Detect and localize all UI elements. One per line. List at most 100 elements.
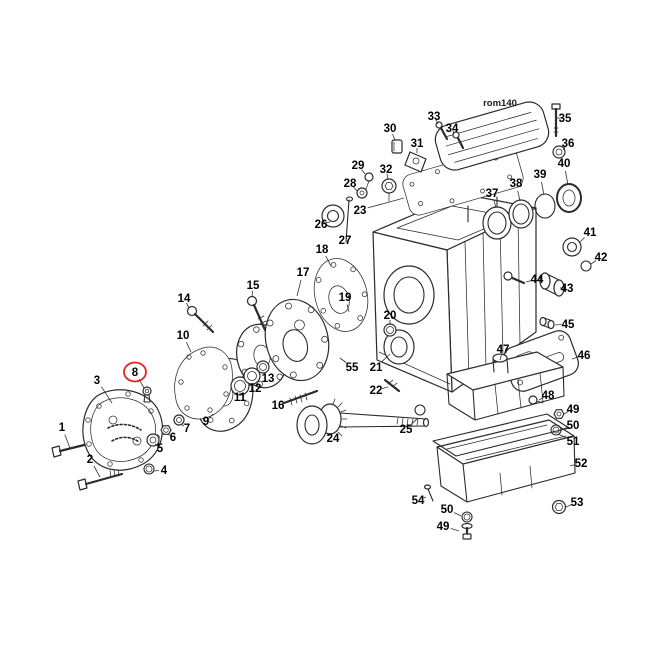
leader-line-part-18-17 [325,255,332,267]
part-label-47-46: 47 [497,344,510,356]
part-label-43-42: 43 [561,283,574,295]
part-label-40-39: 40 [558,158,571,170]
part-label-44-43: 44 [531,274,544,286]
part-label-28-27: 28 [344,178,357,190]
part-29-fitting [364,172,374,190]
part-label-29-28: 29 [352,160,365,172]
part-36-washer [552,145,566,159]
part-12-ring [243,367,261,385]
part-3-side-cover [82,389,164,471]
part-label-39-38: 39 [534,169,547,181]
leader-line-part-50-49 [560,427,568,431]
part-label-36-35: 36 [562,138,575,150]
leader-line-part-2-1 [93,465,101,478]
part-10-gasket [174,346,233,420]
part-2-bolt [77,468,124,491]
part-47-filler-tower [492,353,509,374]
leader-line-part-24-23 [326,432,331,436]
part-label-23-22: 23 [354,205,367,217]
part-label-9-8: 9 [203,416,209,428]
top-cover [434,101,550,171]
highlight-circle-part-8 [123,361,147,383]
leader-line-part-32-31 [386,173,389,180]
part-label-38-37: 38 [510,178,523,190]
leader-line-part-23-22 [367,197,405,209]
part-37-seal [482,206,512,240]
part-label-10-9: 10 [177,330,190,342]
leader-line-part-33-32 [435,119,439,125]
part-label-55-54: 55 [346,362,359,374]
part-1-bolt [51,437,98,458]
leader-line-part-25-24 [411,418,418,425]
leader-line-part-42-41 [590,260,597,265]
part-label-11-10: 11 [234,392,247,404]
part-label-42-41: 42 [595,252,608,264]
part-label-41-40: 41 [584,227,597,239]
leader-line-part-10-9 [186,342,192,353]
part-26-plug [321,204,345,228]
part-label-22-21: 22 [370,385,383,397]
part-label-35-34: 35 [559,113,572,125]
part-label-13-12: 13 [262,373,275,385]
case-main-bore [383,265,435,325]
leader-line-part-5-4 [154,443,158,447]
leader-line-part-22-21 [381,386,389,389]
part-39-snap-ring [534,193,556,219]
part-31-bracket [404,151,427,173]
pan-hardware [423,395,567,540]
leader-line-part-38-37 [517,190,521,202]
leader-line-part-21-20 [381,353,391,362]
part-13-ring [256,360,270,374]
leader-line-part-28-27 [353,186,358,192]
part-5-washer [146,433,160,447]
part-label-6-5: 6 [170,432,176,444]
leader-line-part-4-3 [153,470,160,472]
part-label-54-53: 54 [412,495,425,507]
part-44-bolt [503,271,526,285]
part-label-26-25: 26 [315,219,328,231]
part-label-33-32: 33 [428,111,441,123]
leader-line-part-37-36 [493,200,497,209]
part-8-vent [142,386,152,403]
part-35-bolt [551,103,561,138]
part-label-8-7: 8 [132,367,139,379]
oil-pan [436,419,576,503]
part-49-plug [553,409,565,419]
transmission-case [372,193,537,393]
part-27-pin [345,196,354,243]
part-32-switch [381,178,397,202]
part-54-screw [423,484,434,502]
leader-line-part-13-12 [262,371,266,376]
leader-line-part-14-13 [186,302,190,309]
part-label-49-48: 49 [567,404,580,416]
part-label-18-17: 18 [316,244,329,256]
part-label-45-44: 45 [562,319,575,331]
part-label-1-0: 1 [59,422,66,434]
part-45-dowel [539,316,555,330]
part-label-5-4: 5 [157,443,164,455]
leader-line-part-51-50 [557,433,566,438]
part-label-50-49: 50 [567,420,580,432]
part-label-20-19: 20 [384,310,397,322]
part-label-52-51: 52 [575,458,588,470]
part-label-48-47: 48 [542,390,555,402]
part-labels-layer: 1234567891011121314151617181920212223242… [59,111,608,533]
leader-line-part-44-43 [525,280,532,283]
leader-line-part-34-33 [452,130,455,135]
leader-line-part-50-55 [453,512,462,517]
leader-line-part-26-25 [325,221,331,224]
case-bearing-snout [383,329,415,365]
part-label-31-30: 31 [411,138,424,150]
part-label-12-11: 12 [249,383,262,395]
part-18-gasket [313,258,369,332]
leader-line-part-12-11 [251,382,254,386]
part-label-15-14: 15 [247,280,260,292]
leader-line-part-36-35 [562,146,566,151]
part-42-retaining-ring [580,260,592,272]
part-25-shaft [339,404,430,428]
part-label-2-1: 2 [87,454,93,466]
part-label-17-16: 17 [297,267,310,279]
leader-line-part-53-52 [565,504,572,508]
